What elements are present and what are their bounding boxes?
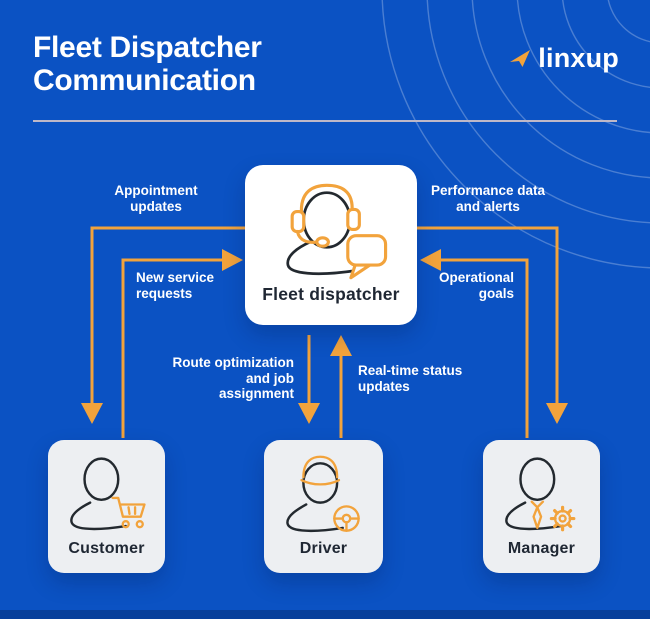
flow-label-operational-goals: Operational goals — [438, 270, 514, 301]
title-divider — [33, 120, 617, 122]
flow-label-performance-data: Performance data and alerts — [430, 183, 546, 214]
arrow-driver-to-dispatcher — [330, 335, 352, 438]
page-title: Fleet Dispatcher Communication — [33, 31, 262, 97]
brand-name: linxup — [538, 43, 619, 73]
linxup-arrow-icon — [510, 49, 531, 67]
node-label-driver: Driver — [299, 540, 348, 557]
brand-logo: linxup — [508, 45, 619, 72]
arrow-customer-to-dispatcher — [121, 249, 243, 438]
dispatcher-headset-icon — [286, 183, 388, 280]
driver-steering-wheel-icon — [285, 455, 360, 533]
node-card-manager: Manager — [483, 440, 600, 573]
arrow-dispatcher-to-manager — [417, 226, 568, 424]
customer-cart-icon — [69, 457, 146, 531]
manager-gear-icon — [504, 457, 575, 532]
flow-label-realtime-status: Real-time status updates — [358, 363, 463, 394]
page-title-line1: Fleet Dispatcher — [33, 31, 262, 64]
node-card-customer: Customer — [48, 440, 165, 573]
flow-label-route-optimization: Route optimization and job assignment — [172, 355, 295, 401]
flow-label-new-service-requests: New service requests — [136, 270, 215, 301]
node-label-customer: Customer — [68, 540, 145, 557]
arrow-manager-to-dispatcher — [420, 249, 529, 438]
bottom-edge-band — [0, 610, 650, 619]
node-label-dispatcher: Fleet dispatcher — [262, 284, 400, 304]
arrow-dispatcher-to-driver — [298, 335, 320, 424]
node-card-dispatcher: Fleet dispatcher — [245, 165, 417, 325]
flow-label-appointment-updates: Appointment updates — [114, 183, 198, 214]
node-card-driver: Driver — [264, 440, 383, 573]
arrow-dispatcher-to-customer — [81, 226, 245, 424]
page-title-line2: Communication — [33, 64, 256, 97]
node-label-manager: Manager — [507, 540, 576, 557]
